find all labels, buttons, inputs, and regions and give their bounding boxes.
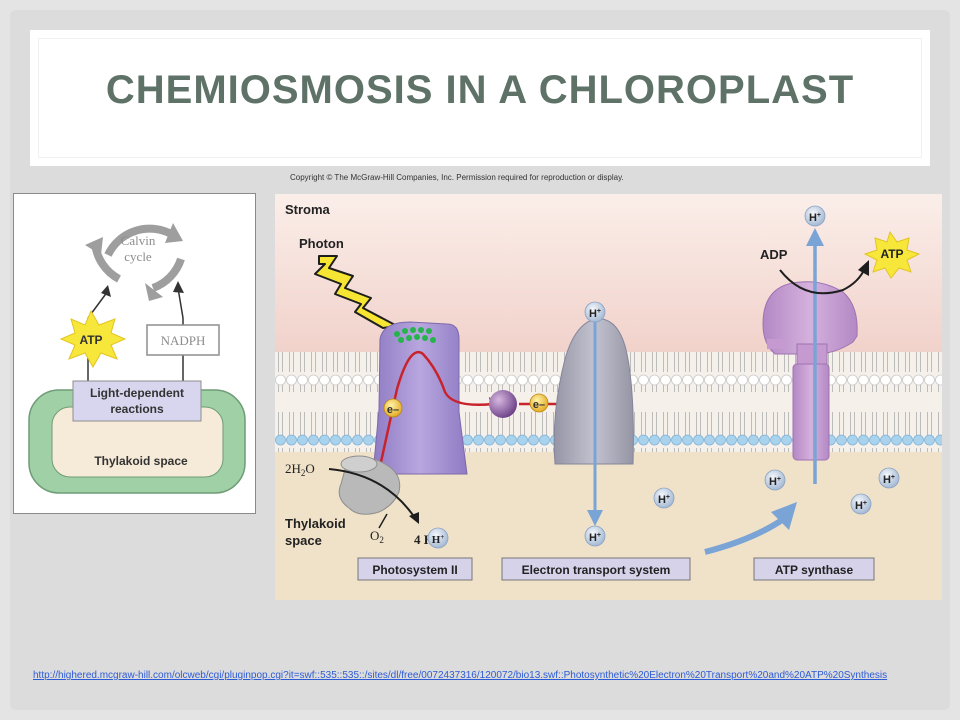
atp-label: ATP — [880, 247, 903, 261]
ets-box — [501, 557, 691, 581]
adp-to-atp-arrow — [779, 267, 866, 295]
electron-label: e– — [387, 404, 399, 416]
proton-icon — [878, 467, 900, 489]
water-label: 2H2O — [285, 461, 315, 478]
chemiosmosis-diagram: Stroma Photon e– 2H2O O2 4 H H+ Thylakoi… — [275, 194, 942, 600]
photon-label: Photon — [299, 236, 344, 251]
slide-title: CHEMIOSMOSIS IN A CHLOROPLAST — [105, 68, 855, 112]
inset-nadph-label: NADPH — [161, 333, 206, 348]
photon-lightning-icon — [314, 255, 398, 329]
atp-synthase-base — [792, 363, 830, 461]
plastoquinone-carrier — [489, 390, 517, 418]
stroma-label: Stroma — [285, 202, 331, 217]
proton-icon — [653, 487, 675, 509]
photosystem-ii-label: Photosystem II — [372, 563, 457, 577]
copyright-notice: Copyright © The McGraw-Hill Companies, I… — [290, 173, 624, 182]
proton-icon — [584, 301, 606, 323]
inset-atp-label: ATP — [79, 333, 102, 347]
proton-icon — [764, 469, 786, 491]
water-oxidation-arrow — [328, 468, 416, 519]
electron-icon — [383, 398, 403, 418]
proton-icon — [427, 527, 449, 549]
adp-label: ADP — [760, 247, 788, 262]
proton-icon — [804, 205, 826, 227]
proton-flow-arrow — [704, 515, 787, 555]
source-link[interactable]: http://highered.mcgraw-hill.com/olcweb/c… — [33, 670, 888, 681]
calvin-cycle-icon — [85, 223, 185, 301]
atp-synthase-box — [753, 557, 875, 581]
ets-label: Electron transport system — [522, 563, 671, 577]
electron-label: e– — [533, 399, 545, 411]
nadph-box — [146, 324, 220, 356]
light-dependent-box — [72, 380, 202, 422]
electron-icon — [529, 393, 549, 413]
proton-icon — [584, 525, 606, 547]
photosystem-ii-box — [357, 557, 473, 581]
electron-path — [379, 351, 494, 463]
atp-starburst-icon — [59, 309, 127, 369]
chlorophyll-cluster — [394, 327, 436, 343]
atp-starburst-icon — [863, 230, 921, 279]
atp-synthase-label: ATP synthase — [775, 563, 854, 577]
inset-thylakoid-space-label: Thylakoid space — [94, 454, 188, 468]
title-box — [30, 30, 930, 166]
photosystem-ii-protein — [372, 321, 468, 475]
proton-icon — [850, 493, 872, 515]
